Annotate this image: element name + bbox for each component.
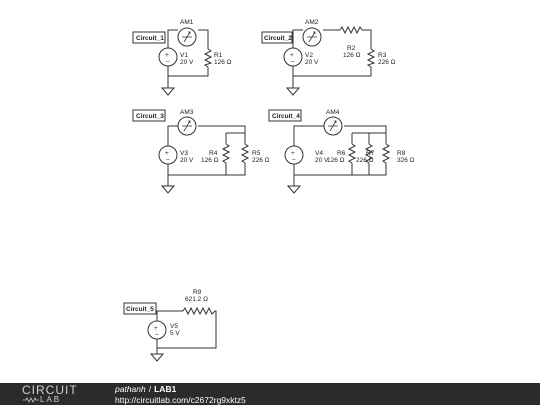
svg-text:+: + bbox=[290, 52, 294, 59]
svg-text:−: − bbox=[166, 157, 170, 164]
resistor-value: 126 Ω bbox=[343, 52, 361, 59]
ammeter-label: AM1 bbox=[180, 19, 194, 26]
source-name: V3 bbox=[180, 150, 188, 157]
svg-text:−: − bbox=[291, 59, 295, 66]
resistor-value: 126 Ω bbox=[201, 157, 219, 164]
svg-text:Circuit_3: Circuit_3 bbox=[136, 113, 164, 120]
resistor-r7[interactable] bbox=[364, 143, 374, 164]
logo-text-bottom: LAB bbox=[40, 395, 62, 404]
resistor-value: 621.2 Ω bbox=[185, 296, 208, 303]
schematic-canvas: AM1 + − V1 20 V R1 126 Ω Circuit_1 AM2 bbox=[123, 19, 415, 362]
resistor-value: 226 Ω bbox=[252, 157, 270, 164]
source-value: 20 V bbox=[180, 157, 194, 164]
source-v3[interactable]: + − bbox=[158, 133, 178, 175]
resistor-r4[interactable] bbox=[221, 143, 231, 164]
resistor-r8[interactable] bbox=[381, 143, 391, 164]
ammeter-label: AM4 bbox=[326, 109, 340, 116]
circuit-tag-2[interactable]: Circuit_2 bbox=[261, 31, 293, 44]
svg-text:+: + bbox=[154, 325, 158, 332]
circuit-4: AM4 + − V4 20 V R6 126 Ω R7 226 Ω R8 326… bbox=[268, 109, 415, 194]
wire bbox=[167, 125, 246, 186]
source-value: 20 V bbox=[180, 59, 194, 66]
resistor-name: R5 bbox=[252, 150, 261, 157]
project-path: pathanh/LAB1 bbox=[115, 384, 176, 394]
circuit-tag-4[interactable]: Circuit_4 bbox=[268, 109, 302, 122]
circuit-2: AM2 + − V2 20 V R2 126 Ω R3 226 Ω Circui… bbox=[261, 19, 396, 96]
svg-text:−: − bbox=[166, 59, 170, 66]
circuit-3: AM3 + − V3 20 V R4 126 Ω R5 226 Ω Circui… bbox=[132, 109, 270, 194]
ammeter-label: AM3 bbox=[180, 109, 194, 116]
wire bbox=[167, 29, 209, 88]
resistor-value: 226 Ω bbox=[378, 59, 396, 66]
svg-text:+: + bbox=[291, 150, 295, 157]
logo-text-top: CIRCUIT bbox=[22, 383, 78, 397]
resistor-r1[interactable] bbox=[203, 48, 213, 68]
project-name[interactable]: LAB1 bbox=[154, 384, 177, 394]
ground-symbol bbox=[285, 87, 301, 96]
ground-symbol bbox=[149, 353, 165, 362]
svg-text:Circuit_4: Circuit_4 bbox=[272, 113, 300, 120]
resistor-r2[interactable] bbox=[339, 25, 363, 35]
circuit-5: + − V5 5 V R9 621.2 Ω Circuit_5 bbox=[123, 289, 217, 362]
circuit-tag-3[interactable]: Circuit_3 bbox=[132, 109, 166, 122]
source-value: 20 V bbox=[315, 157, 329, 164]
resistor-value: 126 Ω bbox=[327, 157, 345, 164]
wire bbox=[156, 310, 217, 354]
svg-text:Circuit_1: Circuit_1 bbox=[136, 35, 164, 42]
source-v1[interactable]: + − bbox=[158, 38, 178, 76]
ammeter-am2[interactable] bbox=[302, 27, 322, 47]
ammeter-am1[interactable] bbox=[177, 27, 197, 47]
source-name: V5 bbox=[170, 323, 178, 330]
resistor-name: R7 bbox=[366, 150, 375, 157]
resistor-r5[interactable] bbox=[240, 143, 250, 164]
path-separator: / bbox=[148, 384, 152, 394]
ground-symbol bbox=[160, 87, 176, 96]
resistor-r9[interactable] bbox=[182, 306, 216, 316]
wire bbox=[292, 29, 372, 88]
resistor-r6[interactable] bbox=[347, 143, 357, 164]
source-value: 20 V bbox=[305, 59, 319, 66]
ammeter-am3[interactable] bbox=[177, 116, 197, 136]
source-v5[interactable]: + − bbox=[147, 320, 167, 348]
author-name[interactable]: pathanh bbox=[115, 384, 146, 394]
svg-text:−: − bbox=[155, 332, 159, 339]
ground-symbol bbox=[286, 185, 302, 194]
resistor-logo-icon bbox=[23, 397, 39, 403]
circuitlab-logo[interactable]: CIRCUIT LAB bbox=[22, 384, 92, 404]
resistor-name: R6 bbox=[337, 150, 346, 157]
source-name: V4 bbox=[315, 150, 323, 157]
resistor-name: R1 bbox=[214, 52, 223, 59]
svg-text:+: + bbox=[165, 52, 169, 59]
ammeter-am4[interactable] bbox=[323, 116, 343, 136]
resistor-value: 226 Ω bbox=[356, 157, 374, 164]
resistor-name: R9 bbox=[193, 289, 202, 296]
svg-text:−: − bbox=[292, 157, 296, 164]
wire bbox=[293, 125, 387, 186]
ammeter-label: AM2 bbox=[305, 19, 319, 26]
resistor-value: 326 Ω bbox=[397, 157, 415, 164]
project-url[interactable]: http://circuitlab.com/c2672rg9xktz5 bbox=[115, 395, 246, 405]
resistor-name: R3 bbox=[378, 52, 387, 59]
resistor-r3[interactable] bbox=[366, 48, 376, 68]
circuit-tag-1[interactable]: Circuit_1 bbox=[132, 31, 166, 44]
source-v4[interactable]: + − bbox=[284, 133, 304, 175]
footer-bar: CIRCUIT LAB pathanh/LAB1 http://circuitl… bbox=[0, 383, 540, 405]
source-value: 5 V bbox=[170, 330, 180, 337]
ground-symbol bbox=[160, 185, 176, 194]
source-v2[interactable]: + − bbox=[283, 38, 303, 76]
svg-text:+: + bbox=[165, 150, 169, 157]
circuit-tag-5[interactable]: Circuit_5 bbox=[123, 302, 157, 315]
resistor-name: R2 bbox=[347, 45, 356, 52]
source-name: V2 bbox=[305, 52, 313, 59]
resistor-name: R4 bbox=[209, 150, 218, 157]
circuit-1: AM1 + − V1 20 V R1 126 Ω Circuit_1 bbox=[132, 19, 232, 96]
source-name: V1 bbox=[180, 52, 188, 59]
svg-text:Circuit_2: Circuit_2 bbox=[264, 35, 292, 42]
resistor-value: 126 Ω bbox=[214, 59, 232, 66]
svg-text:Circuit_5: Circuit_5 bbox=[126, 306, 154, 313]
resistor-name: R8 bbox=[397, 150, 406, 157]
